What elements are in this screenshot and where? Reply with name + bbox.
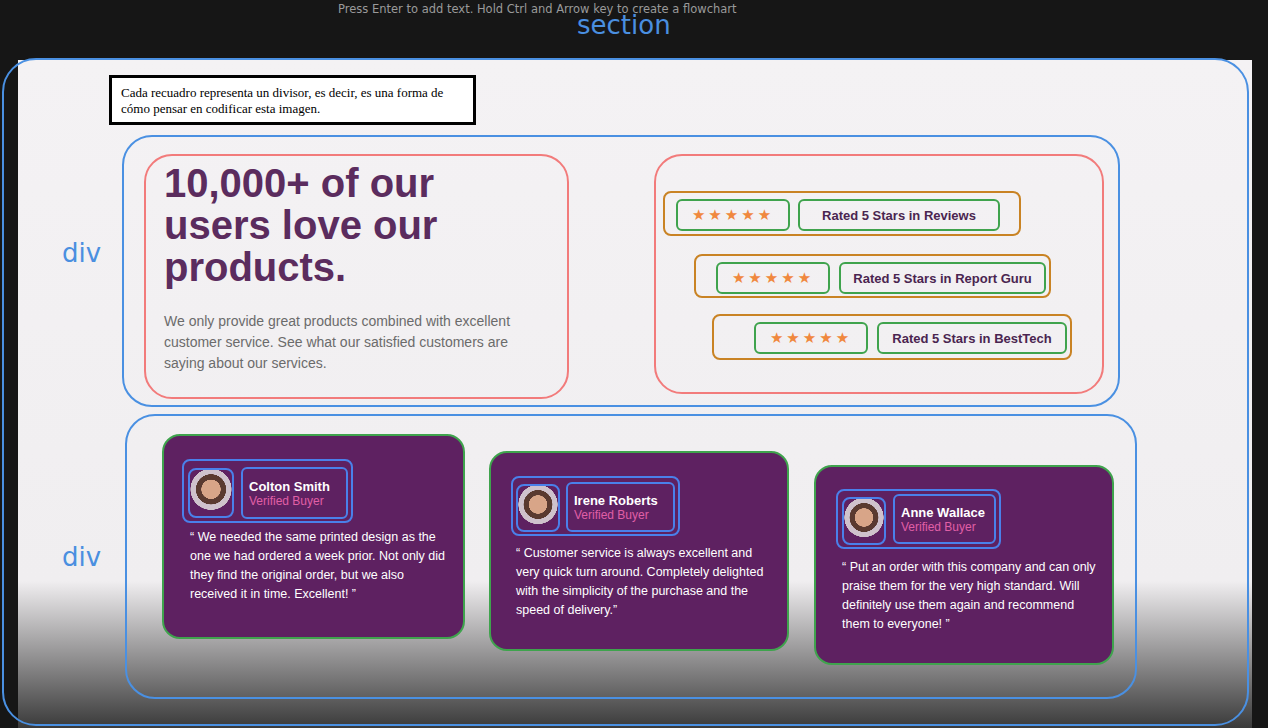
rating-row: ★★★★★ Rated 5 Stars in Report Guru (694, 254, 1051, 298)
hand-text: div (62, 238, 101, 268)
name-text: Anne Wallace (901, 505, 994, 520)
buyer-text: Verified Buyer (249, 494, 346, 508)
notetxt-text: Cada recuadro representa un divisor, es … (121, 85, 471, 117)
name-text: Irene Roberts (574, 493, 673, 508)
review-card: “ Put an order with this company and can… (814, 465, 1114, 665)
para-text: We only provide great products combined … (164, 311, 524, 374)
profile-box: Anne WallaceVerified Buyer (836, 489, 1001, 549)
rated-text: Rated 5 Stars in BestTech (892, 331, 1051, 346)
profile-box: Irene RobertsVerified Buyer (511, 476, 680, 536)
avatar-box (842, 497, 886, 545)
name-box: Irene RobertsVerified Buyer (566, 482, 675, 532)
rated-text: Rated 5 Stars in Report Guru (853, 271, 1031, 286)
review-card: “ We needed the same printed design as t… (162, 434, 465, 639)
avatar-box (516, 484, 560, 532)
stars-text: ★★★★★ (692, 206, 774, 224)
stars-text: ★★★★★ (732, 269, 814, 287)
stars-box: ★★★★★ (716, 262, 830, 294)
name-box: Colton SmithVerified Buyer (241, 467, 348, 519)
buyer-text: Verified Buyer (574, 508, 673, 522)
rating-row: ★★★★★ Rated 5 Stars in Reviews (663, 191, 1021, 236)
div-box: div10,000+ of our users love our product… (122, 135, 1120, 407)
rated-text: Rated 5 Stars in Reviews (822, 208, 976, 223)
note-box: Cada recuadro representa un divisor, es … (109, 75, 476, 125)
buyer-text: Verified Buyer (901, 520, 994, 534)
rating-text-box: Rated 5 Stars in BestTech (877, 322, 1067, 354)
hand-text: div (62, 542, 101, 572)
section-box: sectionCada recuadro representa un divis… (2, 58, 1249, 726)
quote-text: “ We needed the same printed design as t… (190, 528, 452, 604)
profile-box: Colton SmithVerified Buyer (182, 459, 353, 523)
name-text: Colton Smith (249, 479, 346, 494)
name-box: Anne WallaceVerified Buyer (893, 494, 996, 544)
ratings-box: ★★★★★ Rated 5 Stars in Reviews ★★★★★ Rated … (654, 154, 1104, 394)
stars-box: ★★★★★ (676, 199, 790, 231)
quote-text: “ Put an order with this company and can… (842, 558, 1104, 634)
head-text: 10,000+ of our users love our products. (164, 162, 544, 288)
rating-text-box: Rated 5 Stars in Reviews (798, 199, 1000, 231)
quote-text: “ Customer service is always excellent a… (516, 544, 778, 620)
stars-text: ★★★★★ (770, 329, 852, 347)
avatar-box (188, 468, 234, 518)
div-box: div“ We needed the same printed design a… (125, 414, 1137, 699)
light-panel (18, 60, 1252, 728)
review-card: “ Customer service is always excellent a… (489, 451, 789, 651)
rating-text-box: Rated 5 Stars in Report Guru (839, 262, 1046, 294)
text-box: 10,000+ of our users love our products. W… (144, 154, 569, 399)
rating-row: ★★★★★ Rated 5 Stars in BestTech (712, 314, 1072, 360)
stars-box: ★★★★★ (754, 322, 868, 354)
editor-hint: Press Enter to add text. Hold Ctrl and A… (338, 2, 737, 16)
